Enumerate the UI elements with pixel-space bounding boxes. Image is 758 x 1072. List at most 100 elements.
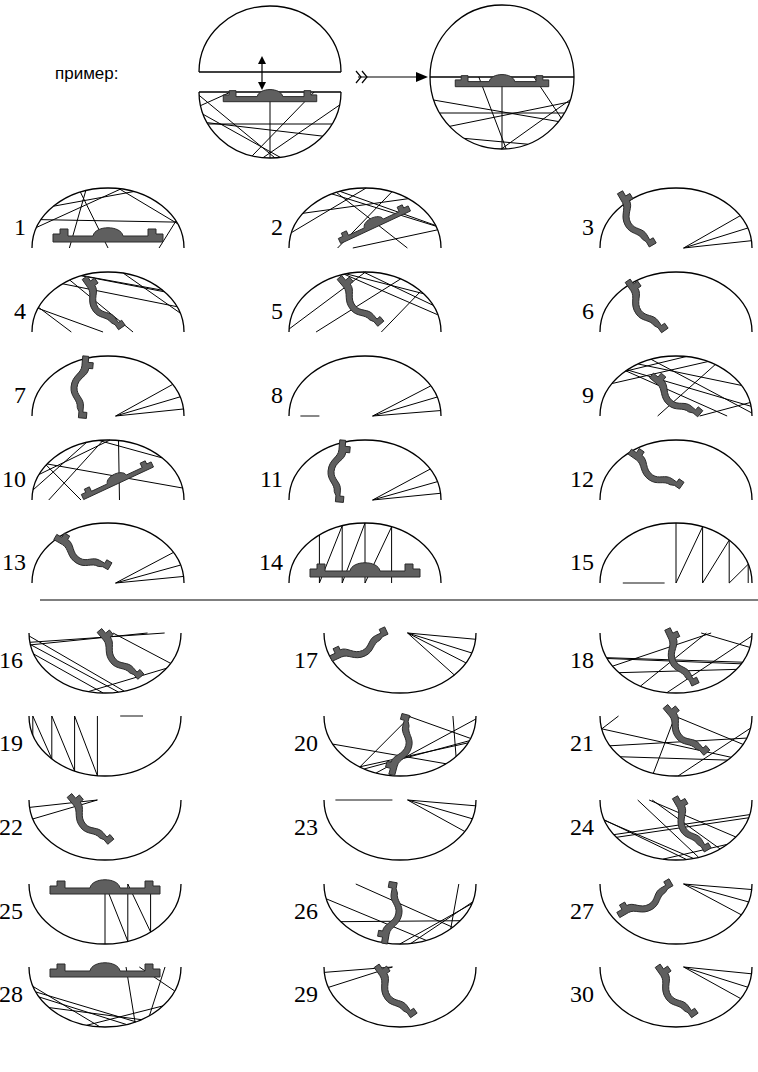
item-number: 14 [259, 549, 283, 577]
cornice-profile [310, 563, 420, 577]
construction-line [620, 757, 727, 760]
arc-outline [600, 800, 752, 860]
cornice-figure [289, 272, 441, 333]
cornice-figure [600, 701, 752, 776]
item-number: 3 [582, 214, 594, 242]
construction-line [119, 189, 178, 224]
construction-line [118, 441, 120, 500]
construction-line [408, 633, 466, 663]
construction-line [676, 523, 677, 583]
construction-line [123, 273, 180, 313]
arc-outline [324, 967, 476, 1027]
cornice-figure [29, 963, 181, 1027]
construction-line [41, 220, 177, 222]
cornice-figure [324, 800, 476, 860]
cornice-profile [53, 228, 163, 242]
construction-line [360, 743, 468, 767]
construction-line [39, 440, 110, 474]
construction-line [363, 272, 433, 305]
item-number: 6 [582, 298, 594, 326]
construction-line [52, 716, 75, 771]
item-number: 9 [582, 382, 594, 410]
construction-line [652, 800, 720, 849]
item-number: 2 [271, 214, 283, 242]
construction-line [51, 716, 52, 759]
construction-line [316, 279, 400, 332]
construction-line [116, 384, 173, 416]
construction-line [116, 552, 174, 583]
construction-line [602, 729, 731, 757]
construction-line [30, 633, 165, 642]
cornice-profile [50, 963, 160, 977]
item-number: 8 [271, 382, 283, 410]
arc-outline [29, 800, 181, 860]
cornice-figure [324, 625, 476, 693]
cornice-figure [600, 626, 752, 693]
construction-line [748, 564, 749, 583]
cornice-profile [68, 355, 93, 419]
example-caption: пример: [55, 64, 118, 84]
cornice-profile [330, 272, 385, 332]
construction-line [703, 540, 730, 583]
cornice-profile [90, 625, 145, 685]
cornice-figure [32, 440, 184, 500]
item-number: 21 [570, 730, 594, 758]
construction-line [373, 397, 438, 416]
construction-line [63, 284, 177, 307]
arrow-fletching [356, 71, 367, 83]
item-number: 24 [570, 814, 594, 842]
construction-line [39, 307, 72, 332]
construction-line [464, 138, 527, 144]
construction-line [702, 527, 703, 583]
cornice-profile [75, 273, 127, 335]
cornice-profile [384, 713, 419, 778]
construction-line [33, 442, 86, 489]
move-arrow [258, 56, 266, 90]
construction-line [31, 633, 148, 645]
construction-line [97, 716, 98, 776]
cornice-figure [29, 625, 181, 693]
item-number: 18 [570, 647, 594, 675]
arc-outline [600, 440, 752, 500]
arrow-head [416, 72, 428, 82]
construction-line [33, 716, 52, 759]
construction-line [36, 992, 136, 1022]
item-number: 22 [0, 814, 23, 842]
item-number: 1 [14, 214, 26, 242]
cornice-figure [289, 188, 441, 248]
cornice-profile [328, 625, 393, 669]
construction-line [33, 800, 98, 819]
short-line [120, 715, 143, 717]
cornice-profile [336, 202, 410, 244]
construction-line [602, 716, 619, 729]
cornice-figure [32, 355, 184, 419]
cornice-figure [32, 523, 184, 583]
arc-outline [600, 967, 752, 1027]
cornice-profile [50, 880, 160, 894]
arc-outline [289, 188, 441, 248]
cornice-profile [614, 877, 678, 925]
item-number: 28 [0, 981, 23, 1009]
construction-line [113, 633, 171, 663]
construction-line [408, 800, 473, 819]
item-number: 20 [294, 730, 318, 758]
item-number: 26 [294, 898, 318, 926]
cornice-profile [60, 790, 115, 850]
item-number: 12 [570, 466, 594, 494]
arc-outline [289, 272, 441, 332]
construction-line [353, 230, 438, 248]
construction-line [75, 716, 98, 776]
construction-line [116, 565, 181, 583]
construction-line [88, 668, 166, 691]
construction-line [684, 228, 748, 248]
cornice-figure [430, 75, 574, 149]
cornice-figure [324, 713, 476, 778]
construction-line [53, 192, 133, 207]
cornice-figure [600, 272, 752, 338]
arrow-head [258, 56, 266, 64]
item-number: 25 [0, 898, 23, 926]
cornice-profile [367, 961, 419, 1023]
cornice-profile [377, 881, 407, 946]
cornice-profile [610, 188, 658, 252]
